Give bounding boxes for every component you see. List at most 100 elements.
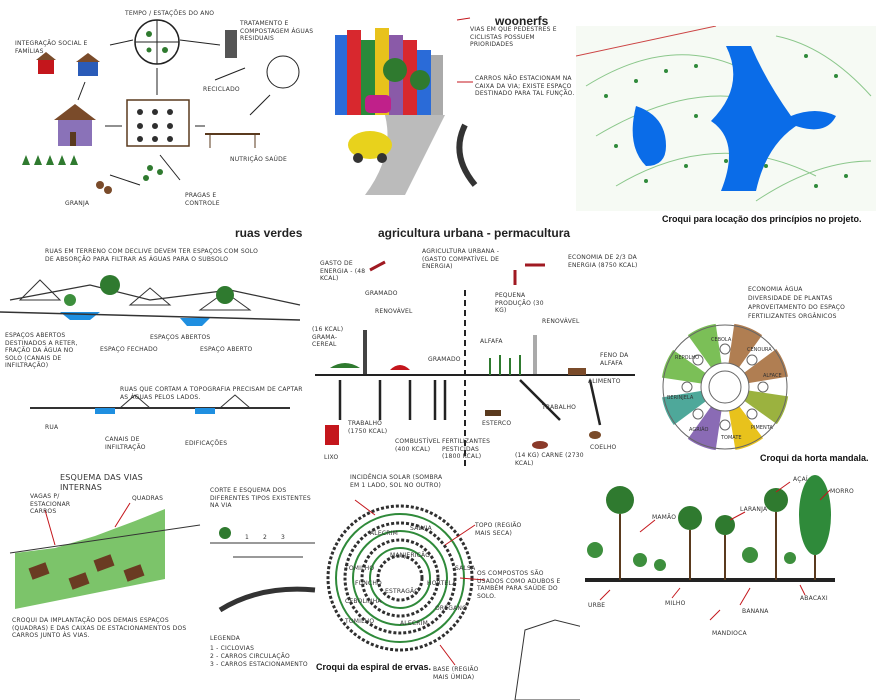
corte-tick-3: 3: [281, 534, 286, 541]
ruas-verdes-title: ruas verdes: [235, 226, 303, 240]
espiral-herb-3: Tomilho: [345, 565, 375, 572]
espiral-insolacao: Incidência solar (sombra em 1 lado, sol …: [350, 474, 443, 489]
vias-internas-title: Esquema das vias internas: [60, 473, 143, 492]
agri-lixo: Lixo: [324, 454, 339, 461]
mandala-petal-1: Cenoura: [747, 347, 772, 353]
woonerfs-panel: Vias em que pedestres e ciclistas possue…: [325, 0, 575, 200]
ruas-verdes-edificacoes: Edificações: [185, 440, 228, 447]
mandala-note-2: Diversidade de plantas: [748, 295, 833, 302]
ruas-verdes-panel: Ruas em terreno com declive devem ter es…: [0, 240, 310, 460]
agri-esterco: Esterco: [482, 420, 512, 427]
agri-gramado: Gramado: [365, 290, 398, 297]
espiral-herb-7: Estragão: [385, 588, 420, 595]
plant-label-mamao: Mamão: [652, 514, 677, 521]
corte-drawing: [210, 527, 316, 613]
agricultura-panel: Agricultura urbana - (gasto compatível d…: [310, 240, 640, 470]
corte-legend-2: 2 - Carros circulação: [210, 653, 290, 660]
ruas-verdes-espacos-abertos-2: Espaços abertos: [150, 334, 211, 341]
agri-fertilizantes: Fertilizantes pesticidas (1800 kcal): [442, 438, 491, 460]
vias-internas-vagas: Vagas p/ estacionar carros: [30, 493, 71, 515]
agri-economia: Economia de 2/3 da energia (8750 kcal): [568, 254, 638, 269]
ruas-verdes-espaco-fechado: Espaço fechado: [100, 346, 158, 353]
espiral-panel: Incidência solar (sombra em 1 lado, sol …: [315, 470, 580, 700]
mandala-note-1: Economia água: [748, 286, 803, 293]
vias-internas-quadras: Quadras: [132, 495, 164, 502]
corte-tick-2: 2: [263, 534, 268, 541]
mandala-petal-6: Berinjela: [667, 395, 694, 401]
ruas-verdes-mid-note: Ruas que cortam a topografia precisam de…: [120, 386, 303, 401]
espiral-topo: Topo (região mais seca): [475, 522, 522, 537]
corte-panel: Corte e esquema dos diferentes tipos exi…: [205, 485, 320, 700]
agri-renovavel-2: Renovável: [542, 318, 580, 325]
espiral-herb-10: Tomilho: [345, 618, 375, 625]
woonerf-note-2: Carros não estacionam na caixa da via; e…: [475, 75, 575, 97]
site-plan-panel: [576, 26, 876, 211]
mandala-petal-7: Repolho: [675, 355, 699, 361]
plant-label-banana: Banana: [742, 608, 769, 615]
espiral-herb-0: Alecrim: [370, 530, 398, 537]
plant-label-mandioca: Mandioca: [712, 630, 747, 637]
mandala-petal-3: Pimenta: [751, 425, 773, 431]
plant-label-acai: Açaí: [793, 476, 808, 483]
woonerfs-drawing: [335, 17, 478, 195]
plants-panel: Açaí Mamão Laranja Morro Urbe Milho Bana…: [580, 470, 881, 700]
ruas-verdes-rua: Rua: [45, 424, 59, 431]
agri-pequena: Pequena produção (30 kg): [495, 292, 544, 314]
mandala-note-3: Aproveitamento do espaço: [748, 304, 846, 311]
espiral-herb-5: Hortelã: [427, 580, 457, 587]
agri-coelho: Coelho: [590, 444, 617, 451]
agri-gasto: Gasto de energia - (48 kcal): [320, 260, 366, 282]
agricultura-drawing: [315, 260, 635, 470]
caption-croqui-mandala: Croqui da horta mandala.: [760, 453, 869, 463]
corte-tick-1: 1: [245, 534, 250, 541]
corte-title: Corte e esquema dos diferentes tipos exi…: [210, 487, 311, 509]
plant-label-laranja: Laranja: [740, 506, 768, 513]
site-plan-drawing: [576, 26, 876, 211]
espiral-herb-8: Cebolinha: [345, 598, 382, 605]
plants-drawing: [585, 475, 835, 621]
corte-legend-title: Legenda: [210, 635, 241, 642]
mandala-drawing: Cebola Cenoura Alface Pimenta Tomate Agr…: [661, 323, 789, 451]
mandala-petal-5: Agrião: [689, 426, 708, 433]
agri-alimento: Alimento: [588, 378, 621, 385]
agri-alfafa: Alfafa: [480, 338, 503, 345]
ruas-verdes-canais: Canais de infiltração: [105, 436, 146, 451]
cycle-label-reciclado: Reciclado: [203, 86, 240, 93]
mandala-panel: Economia água Diversidade de plantas Apr…: [640, 280, 881, 470]
ruas-verdes-espacos-abertos: Espaços abertos destinados a reter, fraç…: [5, 332, 78, 369]
espiral-herb-11: Salsa: [455, 565, 476, 572]
caption-croqui-locacao: Croqui para locação dos princípios no pr…: [662, 214, 862, 224]
agri-gramado-2: Gramado: [428, 356, 461, 363]
mandala-petal-0: Cebola: [711, 337, 732, 343]
cycle-label-granja: Granja: [65, 200, 90, 207]
vias-internas-drawing: [9, 502, 201, 609]
mandala-petal-4: Tomate: [720, 435, 742, 441]
plant-label-abacaxi: Abacaxi: [800, 595, 828, 602]
agri-renovavel: Renovável: [375, 308, 413, 315]
espiral-compostos: Os compostos são usados como adubos e ta…: [477, 570, 561, 600]
espiral-herb-9: Alecrim: [400, 620, 428, 627]
mandala-note-4: Fertilizantes orgânicos: [748, 313, 837, 320]
agri-feno: Feno da alfafa: [600, 352, 629, 367]
ruas-verdes-drawing: [0, 275, 301, 414]
plant-label-morro: Morro: [830, 488, 854, 495]
ruas-verdes-espaco-aberto: Espaço aberto: [200, 346, 253, 353]
espiral-herb-4: Funcho: [355, 580, 382, 587]
vias-internas-panel: Esquema das vias internas Vagas p/ estac…: [0, 465, 205, 700]
plant-label-milho: Milho: [665, 600, 686, 607]
agricultura-title: agricultura urbana - permacultura: [378, 226, 571, 240]
cycle-label-pragas: Pragas e controle: [185, 192, 220, 207]
woonerf-note-1: Vias em que pedestres e ciclistas possue…: [470, 26, 557, 48]
cycle-label-integracao: Integração social e famílias: [15, 40, 88, 55]
cycle-label-nutricao: Nutrição saúde: [230, 156, 287, 163]
mandala-petal-2: Alface: [763, 373, 782, 379]
espiral-herb-1: Sálvia: [410, 525, 432, 532]
espiral-herb-2: Manjericão: [390, 552, 431, 559]
agri-grama-cereal: (16 kcal) Grama-cereal: [312, 326, 344, 348]
corte-legend-3: 3 - Carros estacionamento: [210, 661, 308, 668]
vias-internas-note: Croqui da implantação dos demais espaços…: [12, 617, 187, 639]
cycle-label-tratamento: Tratamento e compostagem águas residuais: [240, 20, 314, 42]
espiral-drawing: [326, 499, 580, 700]
agri-combustivel: Combustível (400 kcal): [395, 438, 441, 453]
corte-legend-1: 1 - Ciclovias: [210, 645, 255, 652]
